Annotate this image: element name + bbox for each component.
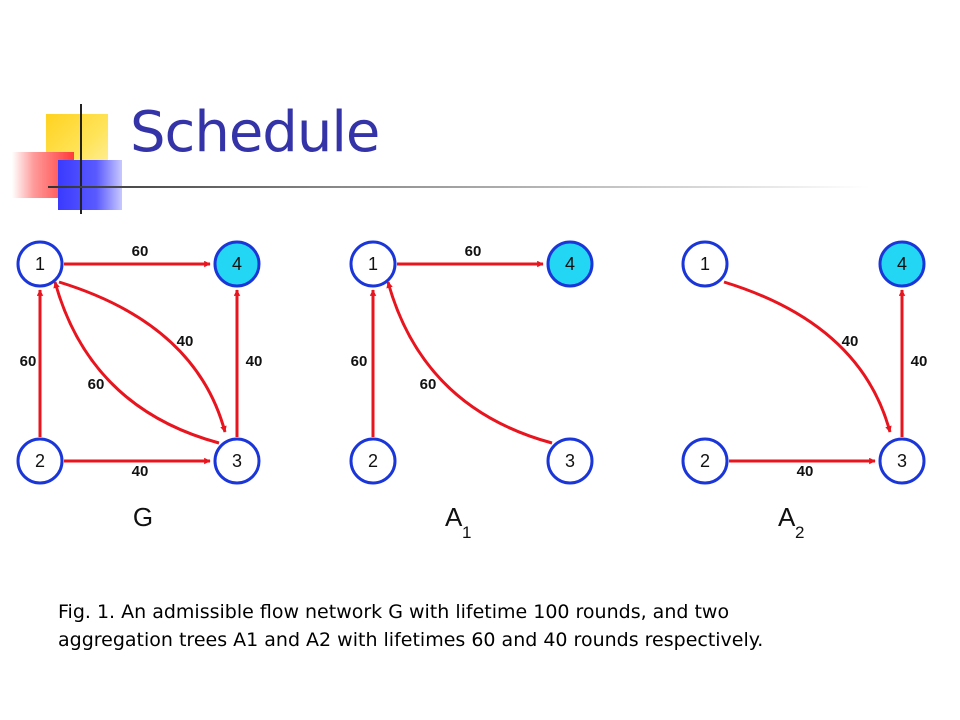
a2-node-3 xyxy=(878,437,926,485)
g-weight-3-1: 60 xyxy=(88,376,105,393)
a2-weight-2-3: 40 xyxy=(797,463,814,480)
a1-node-3 xyxy=(546,437,594,485)
caption-line-2: aggregation trees A1 and A2 with lifetim… xyxy=(58,629,764,651)
a1-node-1-label: 1 xyxy=(368,254,378,274)
title-underline xyxy=(48,186,868,188)
g-node-2 xyxy=(16,437,64,485)
a1-node-2 xyxy=(349,437,397,485)
g-node-4-label: 4 xyxy=(232,254,242,274)
a1-node-4-label: 4 xyxy=(565,254,575,274)
g-node-2-label: 2 xyxy=(35,451,45,471)
a1-weight-3-1: 60 xyxy=(420,376,437,393)
a2-node-4-label: 4 xyxy=(897,254,907,274)
g-edge-1-3 xyxy=(58,280,227,433)
a1-node-2-label: 2 xyxy=(368,451,378,471)
g-node-3 xyxy=(213,437,261,485)
a1-graph-label: A xyxy=(445,502,463,532)
decor-blue-square xyxy=(58,160,122,210)
a2-node-2-label: 2 xyxy=(700,451,710,471)
a1-node-1 xyxy=(349,240,397,288)
a2-edge-1-3 xyxy=(723,280,892,433)
a1-weight-2-1: 60 xyxy=(351,353,368,370)
a1-graph-subscript: 1 xyxy=(462,523,471,542)
figure-caption: Fig. 1. An admissible flow network G wit… xyxy=(58,598,918,654)
caption-line-1: Fig. 1. An admissible flow network G wit… xyxy=(58,601,730,623)
a2-node-2 xyxy=(681,437,729,485)
g-node-1-label: 1 xyxy=(35,254,45,274)
graph-a1 xyxy=(369,260,553,445)
g-node-3-label: 3 xyxy=(232,451,242,471)
g-node-4 xyxy=(213,240,261,288)
graph-a2 xyxy=(723,280,906,465)
a2-node-3-label: 3 xyxy=(897,451,907,471)
a1-node-4 xyxy=(546,240,594,288)
g-weight-2-1: 60 xyxy=(20,353,37,370)
a1-weight-1-4: 60 xyxy=(465,243,482,260)
a2-graph-label: A xyxy=(778,502,796,532)
g-weight-2-3: 40 xyxy=(132,463,149,480)
g-weight-1-3: 40 xyxy=(177,333,194,350)
g-edge-3-1 xyxy=(53,281,220,445)
a2-node-1-label: 1 xyxy=(700,254,710,274)
g-node-1 xyxy=(16,240,64,288)
a2-graph-subscript: 2 xyxy=(795,523,804,542)
g-weight-3-4: 40 xyxy=(246,353,263,370)
g-weight-1-4: 60 xyxy=(132,243,149,260)
a2-node-4 xyxy=(878,240,926,288)
graph-g xyxy=(36,260,241,465)
a2-weight-1-3: 40 xyxy=(842,333,859,350)
page-title: Schedule xyxy=(130,100,380,165)
g-graph-label: G xyxy=(133,502,153,532)
a1-node-3-label: 3 xyxy=(565,451,575,471)
decor-vertical-line xyxy=(80,104,82,214)
a2-weight-3-4: 40 xyxy=(911,353,928,370)
a2-node-1 xyxy=(681,240,729,288)
a1-edge-3-1 xyxy=(386,281,553,445)
